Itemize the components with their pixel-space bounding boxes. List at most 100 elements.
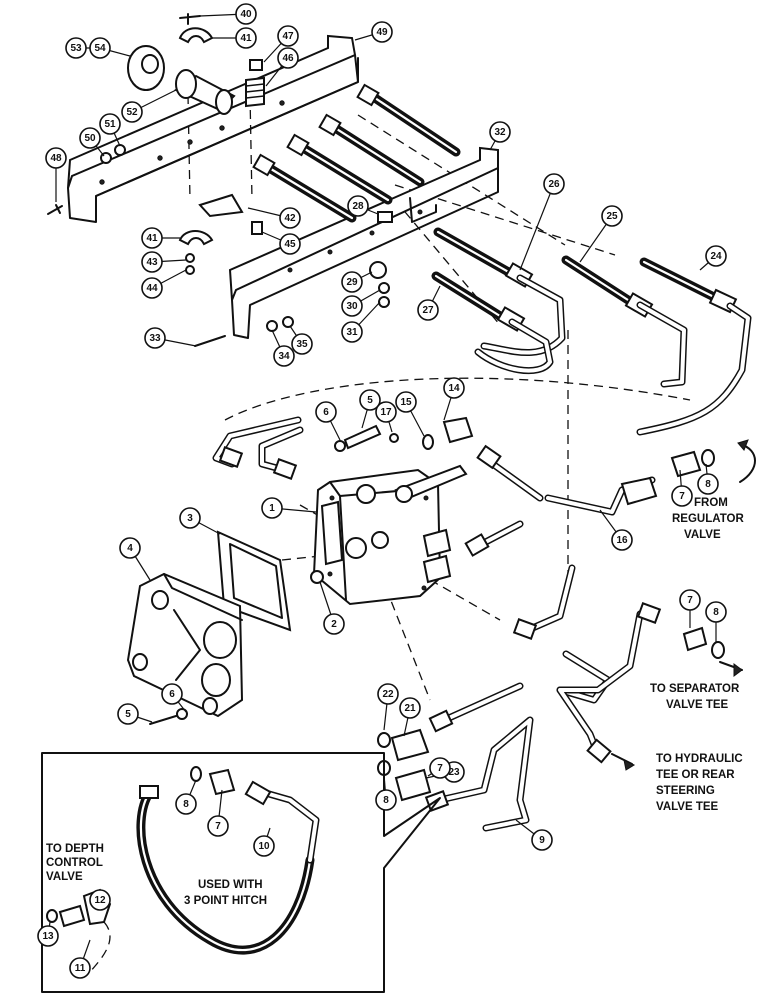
callout-25: 25: [579, 205, 623, 263]
callout-circle: [697, 473, 719, 495]
callout-52: 52: [121, 89, 177, 123]
callout-14: 14: [443, 377, 465, 421]
callout-33: 33: [144, 327, 197, 349]
callout-circle: [141, 227, 163, 249]
callout-circle: [543, 173, 565, 195]
callout-circle: [89, 889, 111, 911]
note-used-with-2: 3 POINT HITCH: [184, 895, 267, 907]
note-hydraulic-2: TEE OR REAR: [656, 769, 735, 781]
callout-16: 16: [599, 509, 633, 551]
callout-circle: [117, 703, 139, 725]
callout-circle: [69, 957, 91, 979]
callout-number: 14: [448, 383, 460, 394]
callout-7: 7: [427, 757, 451, 779]
callout-number: 7: [215, 821, 221, 832]
callout-number: 50: [84, 133, 96, 144]
callout-number: 26: [548, 179, 560, 190]
note-from-regulator-1: FROM: [694, 497, 728, 509]
callout-31: 31: [341, 301, 381, 343]
callout-circle: [601, 205, 623, 227]
callout-number: 22: [382, 689, 394, 700]
callout-47: 47: [263, 25, 299, 63]
callout-number: 44: [146, 283, 158, 294]
callout-circle: [371, 21, 393, 43]
callout-number: 3: [187, 513, 193, 524]
callout-number: 11: [75, 963, 86, 974]
callout-circle: [323, 613, 345, 635]
callout-circle: [341, 321, 363, 343]
callout-21: 21: [399, 697, 421, 737]
callout-circle: [429, 757, 451, 779]
callout-1: 1: [261, 497, 317, 519]
callout-number: 43: [146, 257, 158, 268]
callout-circle: [611, 529, 633, 551]
callout-number: 29: [346, 277, 358, 288]
callout-circle: [144, 327, 166, 349]
callout-10: 10: [253, 827, 275, 857]
callout-43: 43: [141, 251, 187, 273]
callout-number: 33: [149, 333, 161, 344]
callout-number: 40: [240, 9, 252, 20]
callout-number: 48: [50, 153, 62, 164]
callout-circle: [359, 389, 381, 411]
callout-46: 46: [265, 47, 299, 87]
callout-8: 8: [175, 779, 197, 815]
callout-circle: [395, 391, 417, 413]
callout-number: 9: [539, 835, 545, 846]
callout-number: 8: [183, 799, 189, 810]
callout-28: 28: [347, 195, 379, 217]
callout-13: 13: [37, 921, 59, 947]
callout-number: 24: [710, 251, 722, 262]
callout-circle: [277, 25, 299, 47]
callout-11: 11: [69, 939, 91, 979]
callout-6: 6: [161, 683, 187, 713]
callout-number: 12: [94, 895, 106, 906]
callout-number: 7: [687, 595, 693, 606]
callout-circle: [37, 925, 59, 947]
callout-circle: [291, 333, 313, 355]
callout-8: 8: [705, 601, 727, 642]
callout-8: 8: [375, 773, 397, 811]
callout-7: 7: [207, 789, 229, 837]
callout-22: 22: [377, 683, 399, 731]
note-hydraulic-4: VALVE TEE: [656, 801, 719, 813]
callout-circle: [277, 47, 299, 69]
note-hydraulic-1: TO HYDRAULIC: [656, 753, 743, 765]
hose-bundle-upper: [252, 83, 461, 223]
routing-notes: FROM REGULATOR VALVE TO SEPARATOR VALVE …: [46, 497, 744, 907]
callout-circle: [341, 295, 363, 317]
callout-circle: [261, 497, 283, 519]
callout-number: 5: [125, 709, 131, 720]
callout-circle: [235, 27, 257, 49]
callout-number: 6: [169, 689, 175, 700]
callout-24: 24: [699, 245, 727, 271]
callout-circle: [119, 537, 141, 559]
callout-circle: [65, 37, 87, 59]
callout-circle: [671, 485, 693, 507]
callout-circle: [175, 793, 197, 815]
callout-number: 10: [258, 841, 270, 852]
note-from-regulator-2: REGULATOR: [672, 513, 744, 525]
callout-circle: [375, 401, 397, 423]
callout-number: 21: [404, 703, 416, 714]
callout-50: 50: [79, 127, 105, 157]
callout-circle: [375, 789, 397, 811]
callout-number: 23: [448, 767, 460, 778]
note-from-regulator-3: VALVE: [684, 529, 721, 541]
callout-circle: [121, 101, 143, 123]
callout-circle: [141, 277, 163, 299]
callout-circle: [705, 601, 727, 623]
callout-41: 41: [141, 227, 180, 249]
callout-circle: [489, 121, 511, 143]
callout-number: 35: [296, 339, 308, 350]
note-depth-3: VALVE: [46, 871, 83, 883]
callout-circle: [207, 815, 229, 837]
callout-number: 7: [437, 763, 443, 774]
callout-number: 30: [346, 301, 358, 312]
callout-number: 46: [282, 53, 294, 64]
callout-30: 30: [341, 289, 381, 317]
callout-circle: [279, 207, 301, 229]
cover-plate-4: [126, 572, 244, 718]
